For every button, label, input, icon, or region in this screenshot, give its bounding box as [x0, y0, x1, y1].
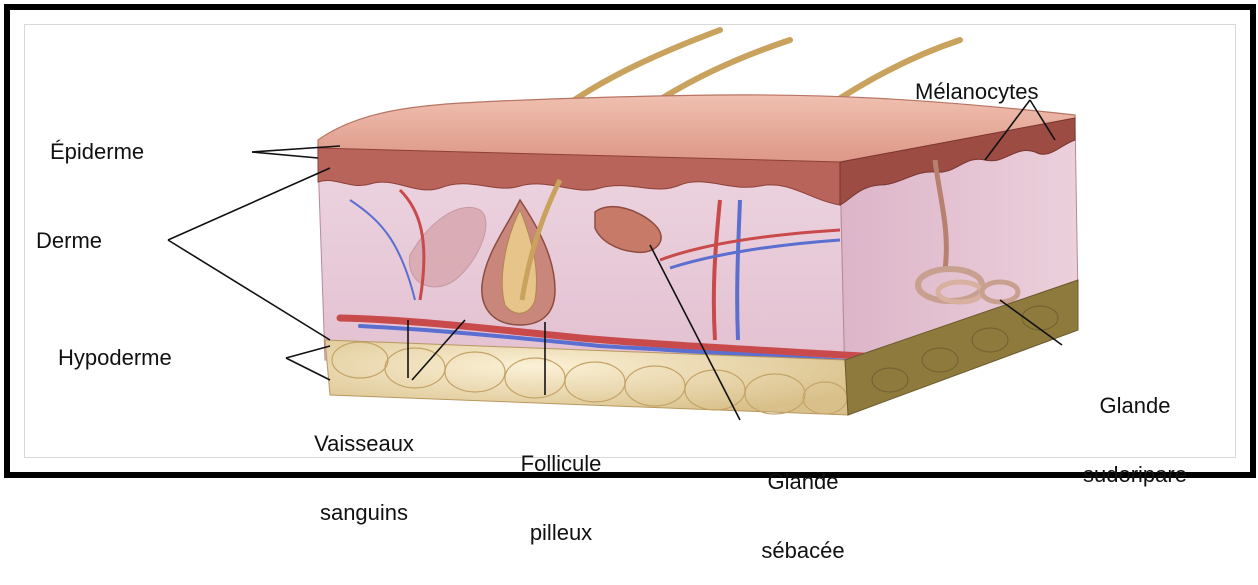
- label-hypoderme: Hypoderme: [58, 346, 172, 369]
- label-melanocytes: Mélanocytes: [915, 80, 1039, 103]
- label-epiderme: Épiderme: [50, 140, 144, 163]
- label-glande-sudoripare-line2: sudoripare: [1050, 463, 1220, 486]
- label-follicule-line1: Follicule: [476, 452, 646, 475]
- label-glande-sudoripare: Glande sudoripare: [1050, 348, 1220, 509]
- label-vaisseaux-line2: sanguins: [264, 501, 464, 524]
- label-glande-sebacee: Glande sébacée: [718, 424, 888, 585]
- label-glande-sudoripare-line1: Glande: [1050, 394, 1220, 417]
- label-vaisseaux-sanguins: Vaisseaux sanguins: [264, 386, 464, 547]
- label-glande-sebacee-line1: Glande: [718, 470, 888, 493]
- label-glande-sebacee-line2: sébacée: [718, 539, 888, 562]
- label-follicule-line2: pilleux: [476, 521, 646, 544]
- label-follicule-pilleux: Follicule pilleux: [476, 406, 646, 567]
- label-vaisseaux-line1: Vaisseaux: [264, 432, 464, 455]
- label-derme: Derme: [36, 229, 102, 252]
